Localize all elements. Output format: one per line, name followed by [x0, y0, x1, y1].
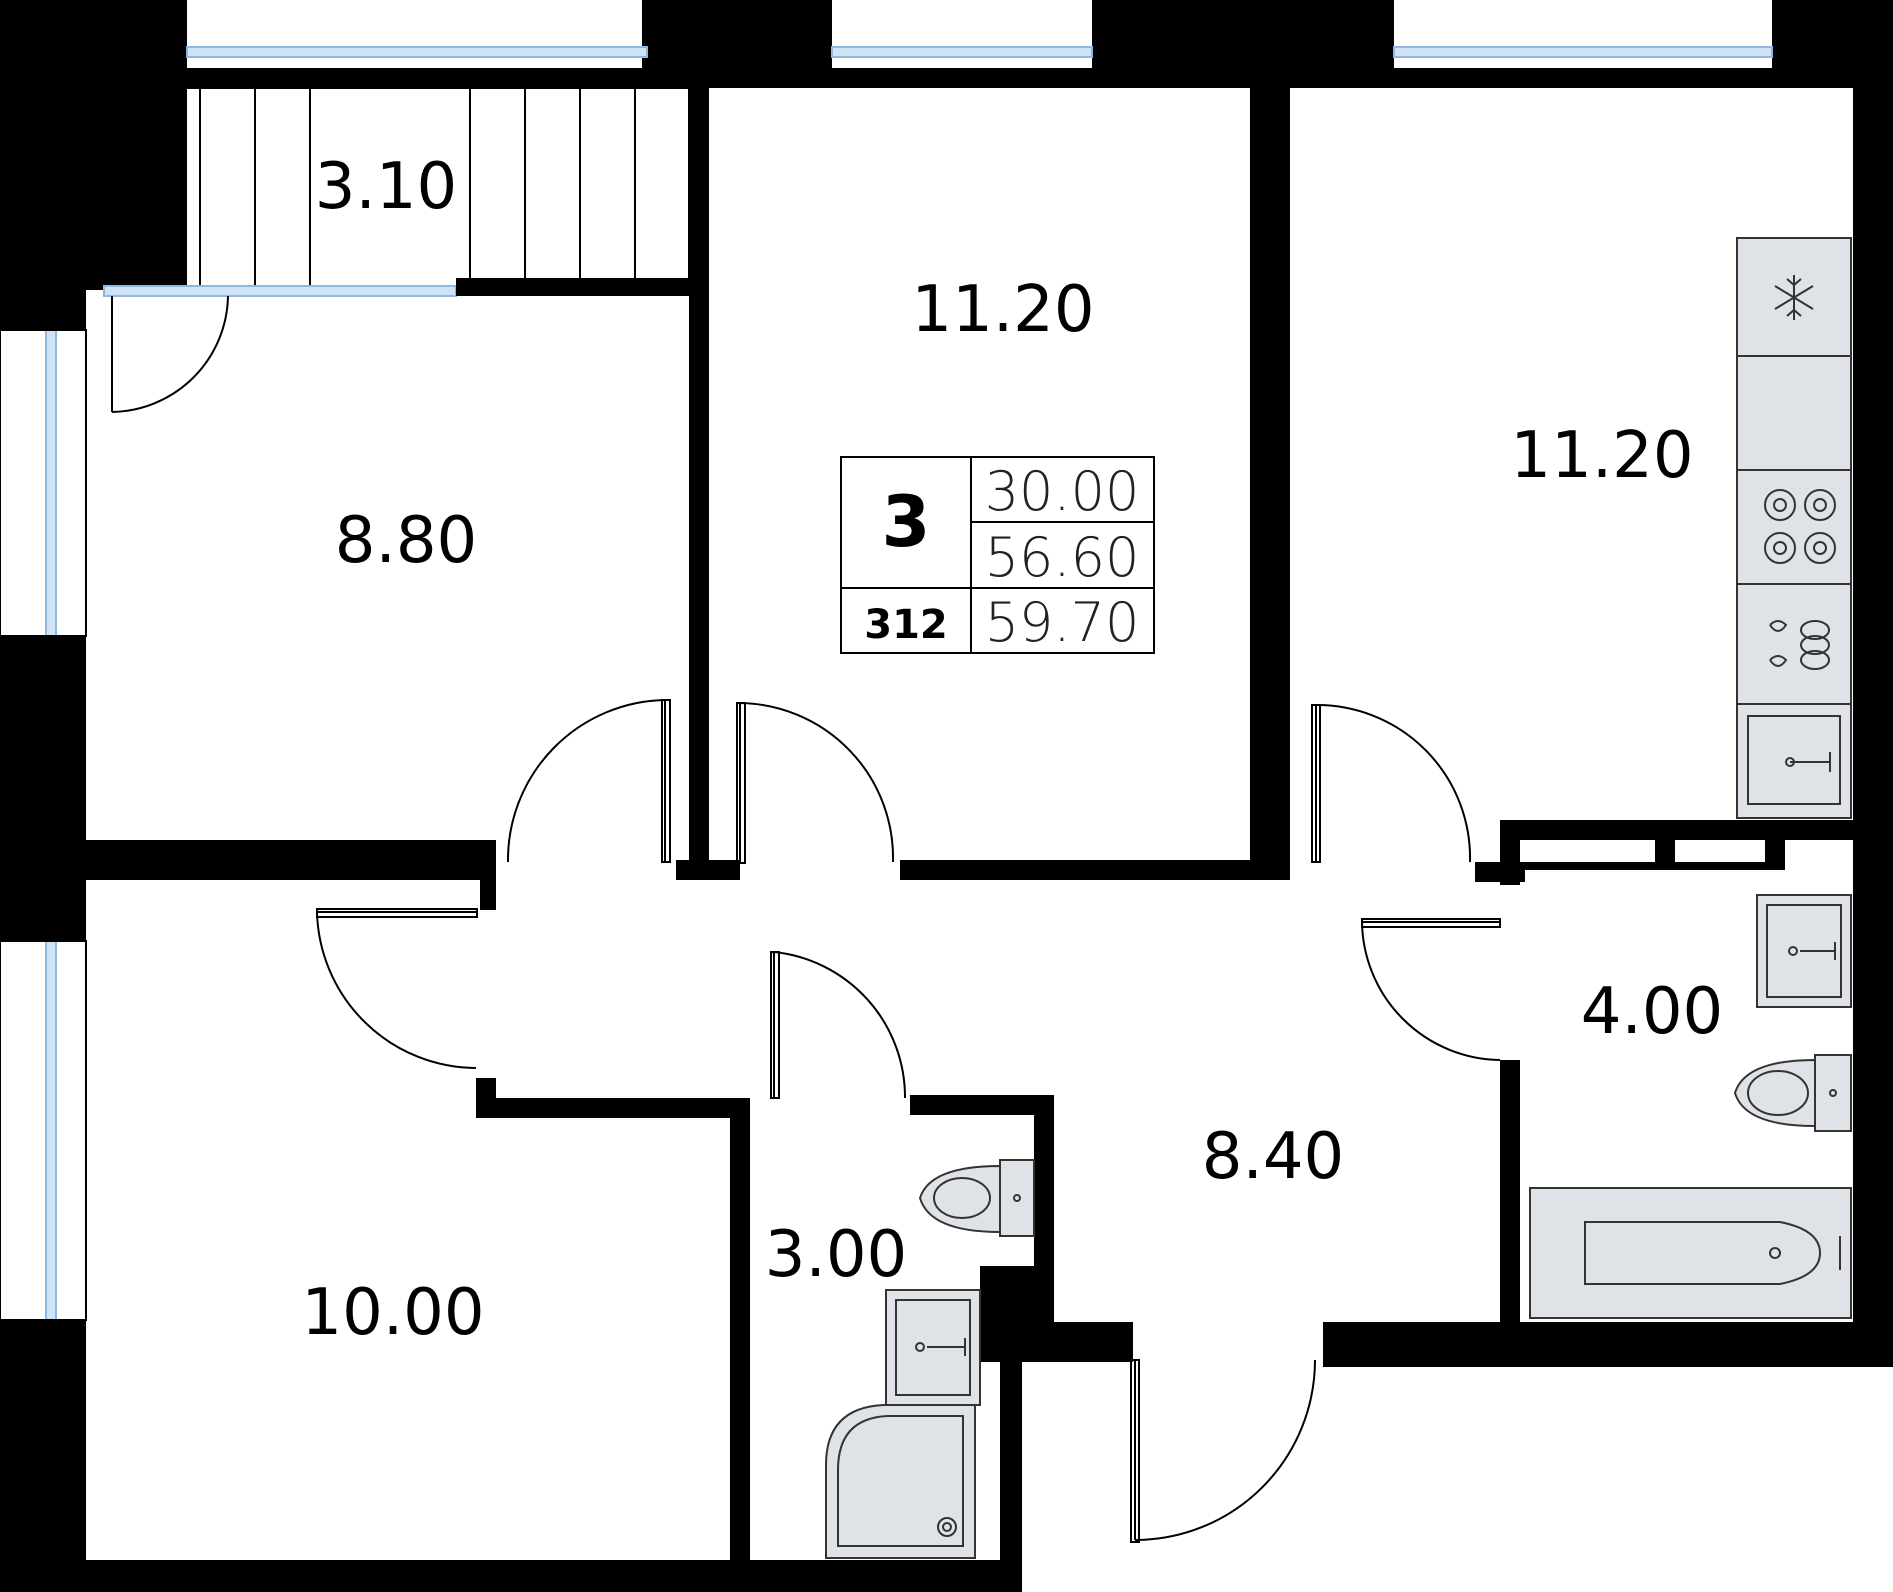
- room-area-kitchen: 11.20: [1510, 419, 1693, 493]
- doors: [111, 295, 1501, 1543]
- toilet-icon: [918, 1159, 1035, 1237]
- kitchen-fixtures: [1736, 237, 1852, 819]
- rooms-count: 3: [882, 481, 931, 563]
- room-area-balcony: 3.10: [315, 150, 458, 224]
- interior-walls: [86, 88, 1853, 1560]
- sink-icon: [1736, 703, 1852, 819]
- room-area-hallway: 8.40: [1202, 1120, 1345, 1194]
- apartment-info-box: 3 312 30.00 56.60 59.70: [840, 456, 1155, 654]
- toilet-icon: [1733, 1054, 1852, 1132]
- room-labels: 3.10 8.80 11.20 11.20 10.00 3.00 8.40 4.…: [301, 150, 1723, 1350]
- room-area-toilet: 3.00: [765, 1218, 908, 1292]
- room-area-bathroom: 4.00: [1581, 975, 1724, 1049]
- bathroom-fixtures: [1529, 894, 1852, 1319]
- room-area-bedroom-middle: 11.20: [911, 273, 1094, 347]
- bathtub-icon: [1529, 1187, 1852, 1319]
- room-area-bedroom-top-left: 8.80: [335, 504, 478, 578]
- dishwasher-icon: [1736, 583, 1852, 705]
- sink-icon: [1756, 894, 1852, 1008]
- snowflake-icon: [1736, 237, 1852, 357]
- area-with-balcony: 59.70: [985, 591, 1140, 654]
- room-area-bedroom-bottom-left: 10.00: [301, 1276, 484, 1350]
- sink-icon: [885, 1289, 981, 1406]
- stove-icon: [1736, 469, 1852, 585]
- total-area: 56.60: [985, 526, 1140, 589]
- windows: [0, 46, 1773, 1321]
- apartment-number: 312: [864, 602, 948, 648]
- living-area: 30.00: [985, 460, 1140, 523]
- shower-icon: [825, 1404, 976, 1559]
- toilet-room-fixtures: [825, 1159, 1035, 1559]
